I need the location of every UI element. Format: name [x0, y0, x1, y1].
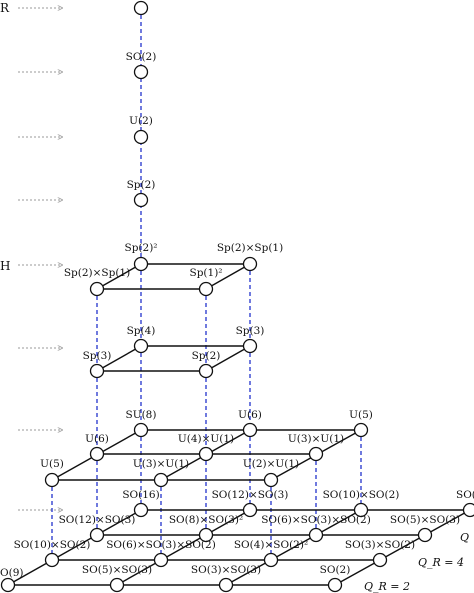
label-sp2: Sp(2): [127, 179, 156, 191]
label-so6xso3xso2-l: SO(6)×SO(3)×SO(2): [106, 539, 216, 551]
node-u5-l: [44, 472, 60, 488]
node-u4xu1: [198, 446, 214, 462]
solid-line: [334, 509, 471, 586]
label-u2xu1: U(2)×U(1): [243, 458, 299, 470]
qr-label-4: Q_R = 4: [418, 556, 464, 569]
node-sp2sq: [133, 256, 149, 272]
label-sp3-l: Sp(3): [83, 350, 112, 362]
label-sp4: Sp(4): [127, 325, 156, 337]
label-so12xso3-l: SO(12)×SO(3): [59, 514, 136, 526]
node-sp4: [133, 338, 149, 354]
node-sp3-r: [242, 338, 258, 354]
node-u5-r: [353, 422, 369, 438]
node-so8xso3sq: [198, 527, 214, 543]
label-so6xso3xso2-r: SO(6)×SO(3)×SO(2): [261, 514, 371, 526]
label-so10xso2-r: SO(10)×SO(2): [323, 489, 400, 501]
node-so2-bottom: [327, 577, 343, 593]
label-so5xso3-l: SO(5)×SO(3): [82, 564, 152, 576]
label-so8xso3sq: SO(8)×SO(3)²: [169, 514, 243, 526]
node-so6xso3xso2-r: [308, 527, 324, 543]
label-u6-r: U(6): [238, 409, 262, 421]
node-sp2-mid: [198, 363, 214, 379]
node-u2xu1: [263, 472, 279, 488]
label-u3xu1-m: U(3)×U(1): [133, 458, 189, 470]
label-u2: U(2): [129, 115, 153, 127]
row-arrows: [18, 8, 62, 510]
node-sp1sq: [198, 281, 214, 297]
solid-line: [205, 263, 251, 290]
node-so-partial: [462, 502, 474, 518]
solid-line: [116, 509, 251, 586]
solid-line: [205, 345, 251, 372]
node-so16: [133, 502, 149, 518]
label-u5-l: U(5): [40, 458, 64, 470]
label-so12xso3-r: SO(12)×SO(3): [212, 489, 289, 501]
node-so10xso2-r: [353, 502, 369, 518]
label-so16: SO(16): [122, 489, 159, 501]
node-u2: [133, 129, 149, 145]
label-so4xso2sq: SO(4)×SO(2)²: [234, 539, 308, 551]
solid-line: [7, 509, 142, 586]
node-so6xso3xso2-l: [153, 552, 169, 568]
label-sp2xsp1-r: Sp(2)×Sp(1): [217, 242, 283, 254]
node-sp3-l: [89, 363, 105, 379]
side-label-r: R: [0, 1, 10, 15]
node-r-top: [133, 0, 149, 16]
label-u6-l: U(6): [85, 433, 109, 445]
label-sp2xsp1-l: Sp(2)×Sp(1): [64, 267, 130, 279]
qr-label-2: Q_R = 2: [364, 580, 410, 593]
label-so2-top: SO(2): [126, 51, 157, 63]
node-u3xu1-r: [308, 446, 324, 462]
solid-line: [96, 263, 142, 290]
node-sp2xsp1-l: [89, 281, 105, 297]
node-so9: [0, 577, 16, 593]
node-so3xso2: [372, 552, 388, 568]
solid-line: [96, 345, 142, 372]
node-so12xso3-l: [89, 527, 105, 543]
solid-line: [225, 509, 362, 586]
node-u6-l: [89, 446, 105, 462]
node-sp2: [133, 192, 149, 208]
label-u4xu1: U(4)×U(1): [178, 433, 234, 445]
node-sp2xsp1-r: [242, 256, 258, 272]
label-so-partial: SO(: [456, 489, 474, 501]
label-sp1sq: Sp(1)²: [190, 267, 223, 279]
label-so3xso2: SO(3)×SO(2): [345, 539, 415, 551]
label-so5xso3-r: SO(5)×SO(3): [390, 514, 460, 526]
node-so5xso3-r: [417, 527, 433, 543]
node-labels: SO(2) U(2) Sp(2) Sp(2)² Sp(2)×Sp(1) Sp(2…: [0, 51, 474, 579]
label-so10xso2-l: SO(10)×SO(2): [14, 539, 91, 551]
label-u3xu1-r: U(3)×U(1): [288, 433, 344, 445]
label-sp2sq: Sp(2)²: [125, 242, 158, 254]
qr-label-partial: Q: [460, 531, 469, 544]
node-su8: [133, 422, 149, 438]
label-sp2-mid: Sp(2): [192, 350, 221, 362]
node-so5xso3-l: [109, 577, 125, 593]
node-u3xu1-m: [153, 472, 169, 488]
node-so2-top: [133, 64, 149, 80]
node-so12xso3-r: [242, 502, 258, 518]
label-u5-r: U(5): [349, 409, 373, 421]
node-so4xso2sq: [263, 552, 279, 568]
label-so2-bottom: SO(2): [320, 564, 351, 576]
node-so10xso2-l: [44, 552, 60, 568]
node-so3xso3: [218, 577, 234, 593]
side-label-h: H: [0, 259, 10, 273]
node-u6-r: [242, 422, 258, 438]
label-su8: SU(8): [126, 409, 157, 421]
label-so9: O(9): [0, 567, 23, 579]
label-sp3-r: Sp(3): [236, 325, 265, 337]
label-so3xso3: SO(3)×SO(3): [191, 564, 261, 576]
solid-connections: [7, 263, 471, 586]
